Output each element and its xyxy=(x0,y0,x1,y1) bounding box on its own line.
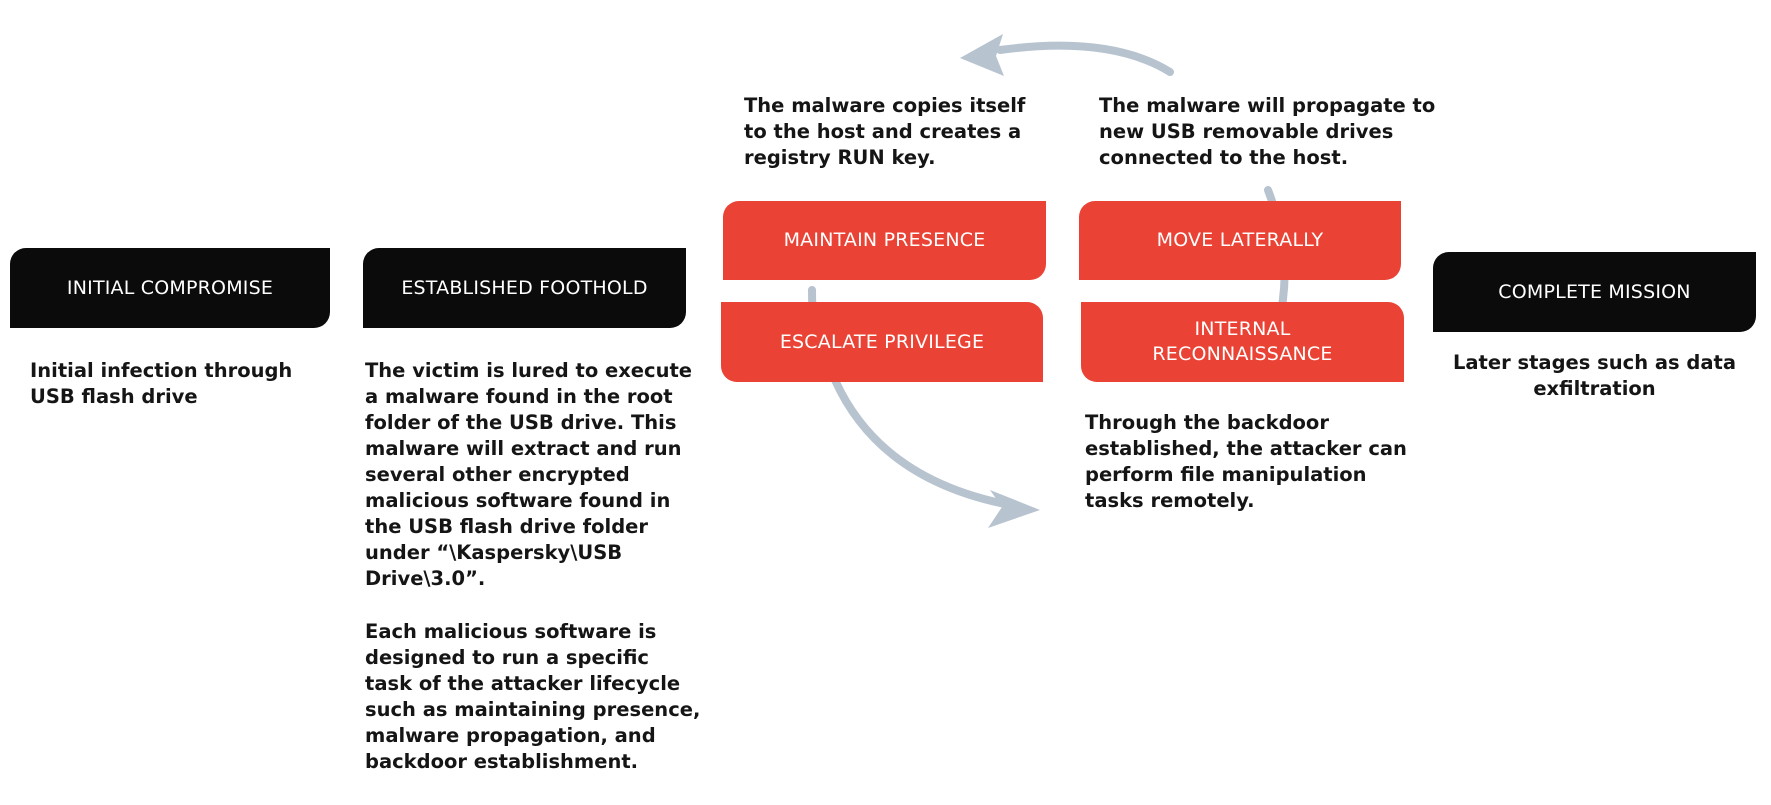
internal-reconnaissance-description: Through the backdoor established, the at… xyxy=(1085,411,1407,512)
established-foothold-description-2: Each malicious software is designed to r… xyxy=(365,620,701,773)
bottom-cycle-arrow xyxy=(831,376,1014,509)
cycle-maintain-presence: MAINTAIN PRESENCE xyxy=(723,201,1046,280)
initial-compromise-description: Initial infection through USB flash driv… xyxy=(30,359,293,408)
cycle-internal-reconnaissance: INTERNAL RECONNAISSANCE xyxy=(1081,302,1404,382)
top-arrowhead xyxy=(960,34,1004,76)
complete-mission-description: Later stages such as data exfiltration xyxy=(1452,351,1737,400)
cycle-move-laterally: MOVE LATERALLY xyxy=(1079,201,1401,280)
maintain-presence-description: The malware copies itself to the host an… xyxy=(744,94,1026,169)
cycle-escalate-privilege: ESCALATE PRIVILEGE xyxy=(721,302,1043,382)
bottom-arrowhead xyxy=(988,490,1040,528)
top-cycle-arrow xyxy=(996,41,1174,76)
move-laterally-description: The malware will propagate to new USB re… xyxy=(1099,94,1436,169)
stage-initial-compromise: INITIAL COMPROMISE xyxy=(10,248,330,328)
stage-established-foothold: ESTABLISHED FOOTHOLD xyxy=(363,248,686,328)
established-foothold-description-1: The victim is lured to execute a malware… xyxy=(365,359,693,590)
stage-complete-mission: COMPLETE MISSION xyxy=(1433,252,1756,332)
